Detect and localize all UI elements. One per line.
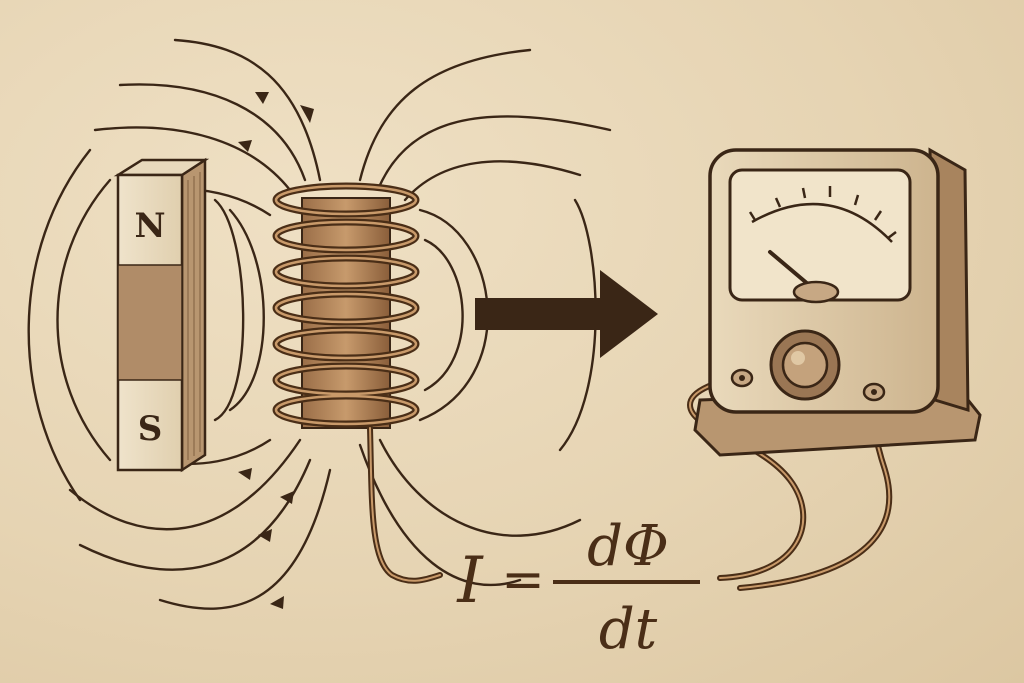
- field-arrow: [238, 468, 252, 480]
- field-line: [358, 48, 532, 182]
- field-arrows: [238, 92, 314, 609]
- field-arrow: [255, 92, 269, 104]
- field-line: [378, 115, 612, 187]
- meter-tick: [853, 194, 860, 206]
- field-line: [93, 126, 292, 192]
- field-line: [358, 443, 522, 587]
- formula-equals: =: [501, 550, 545, 610]
- meter-tick: [801, 187, 807, 199]
- field-line: [228, 208, 265, 412]
- field-arrow: [238, 140, 252, 152]
- field-line: [403, 160, 582, 202]
- meter-terminal-right: [862, 382, 886, 402]
- formula-lhs: I: [456, 544, 484, 618]
- meter-tick: [748, 211, 757, 221]
- meter-tick: [887, 231, 897, 239]
- field-arrow: [258, 529, 272, 542]
- meter-tick: [873, 210, 883, 221]
- field-line: [78, 458, 312, 571]
- formula-numerator: dΦ: [587, 514, 669, 579]
- field-line: [27, 148, 92, 502]
- formula-denominator: dt: [599, 597, 658, 662]
- field-line: [173, 38, 322, 182]
- meter-terminal-left: [730, 368, 754, 388]
- field-line: [423, 238, 464, 392]
- meter-scale-ticks: [748, 186, 897, 239]
- field-line: [378, 438, 582, 537]
- field-line: [68, 438, 302, 531]
- meter-knob: [769, 329, 841, 401]
- field-line: [118, 83, 307, 182]
- field-line: [158, 468, 332, 610]
- coil: [272, 182, 420, 429]
- bar-magnet: N S: [113, 157, 210, 473]
- field-arrow: [300, 105, 314, 123]
- faraday-formula: I = dΦ dt: [456, 514, 700, 662]
- field-line: [213, 198, 245, 422]
- field-arrow: [280, 491, 294, 504]
- meter-tick: [774, 197, 782, 208]
- north-pole-label: N: [134, 206, 165, 246]
- direction-arrow: [475, 270, 658, 358]
- galvanometer: [693, 147, 982, 457]
- field-line: [56, 178, 112, 462]
- south-pole-label: S: [138, 409, 163, 449]
- field-arrow: [270, 596, 284, 609]
